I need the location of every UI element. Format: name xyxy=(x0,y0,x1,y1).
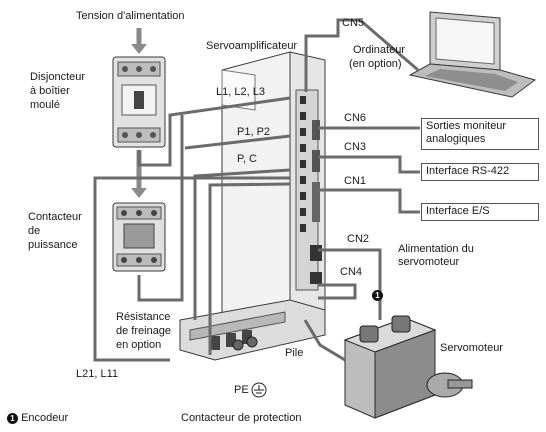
p-c-label: P, C xyxy=(237,153,257,166)
l1-l2-l3-label: L1, L2, L3 xyxy=(216,86,265,99)
cn2-label: CN2 xyxy=(347,233,369,246)
motor-power-label-line1: Alimentation du xyxy=(398,243,474,256)
braking-resistor-label-line1: Résistance xyxy=(116,311,170,324)
cn1-label: CN1 xyxy=(344,175,366,188)
ground-icon xyxy=(252,383,266,397)
braking-resistor-label-line3: en option xyxy=(116,339,161,352)
encoder-badge: 1 xyxy=(7,413,18,424)
pe-label: PE xyxy=(234,384,249,397)
breaker-label-line3: moulé xyxy=(30,99,60,112)
battery-label: Pile xyxy=(285,347,303,360)
motor-power-label-line2: servomoteur xyxy=(398,256,459,269)
computer-label-line1: Ordinateur xyxy=(353,44,405,57)
cn6-label: CN6 xyxy=(344,112,366,125)
servomotor-label: Servomoteur xyxy=(440,342,503,355)
encoder-legend: 1 Encodeur xyxy=(7,412,68,425)
power-contactor-icon xyxy=(113,203,165,271)
contactor-label-line3: puissance xyxy=(28,239,78,252)
computer-label-line2: (en option) xyxy=(349,58,402,71)
io-interface-box: Interface E/S xyxy=(421,203,539,221)
circuit-breaker-icon xyxy=(113,57,165,147)
encoder-label: Encodeur xyxy=(21,412,68,424)
encoder-badge-on-cable: 1 xyxy=(372,290,383,301)
cn4-label: CN4 xyxy=(340,266,362,279)
breaker-label-line2: à boîtier xyxy=(30,85,70,98)
braking-resistor-label-line2: de freinage xyxy=(116,325,171,338)
p1-p2-label: P1, P2 xyxy=(237,126,270,139)
supply-arrow xyxy=(131,28,147,54)
l21-l11-label: L21, L11 xyxy=(76,368,118,381)
io-interface-label: Interface E/S xyxy=(426,205,490,217)
monitor-outputs-line2: analogiques xyxy=(426,133,534,146)
servomotor-icon xyxy=(345,316,472,418)
rs422-interface-box: Interface RS-422 xyxy=(421,163,539,181)
servo-amplifier-label: Servoamplificateur xyxy=(206,40,297,53)
rs422-interface-label: Interface RS-422 xyxy=(426,165,509,177)
cn3-label: CN3 xyxy=(344,141,366,154)
contactor-label-line2: de xyxy=(28,225,40,238)
laptop-icon xyxy=(410,12,535,97)
contactor-label-line1: Contacteur xyxy=(28,211,82,224)
monitor-outputs-box: Sorties moniteur analogiques xyxy=(421,118,539,150)
protection-contactor-label: Contacteur de protection xyxy=(181,412,301,425)
supply-voltage-label: Tension d'alimentation xyxy=(76,10,185,23)
breaker-label-line1: Disjoncteur xyxy=(30,71,85,84)
monitor-outputs-line1: Sorties moniteur xyxy=(426,120,534,133)
cn5-label: CN5 xyxy=(342,17,364,30)
